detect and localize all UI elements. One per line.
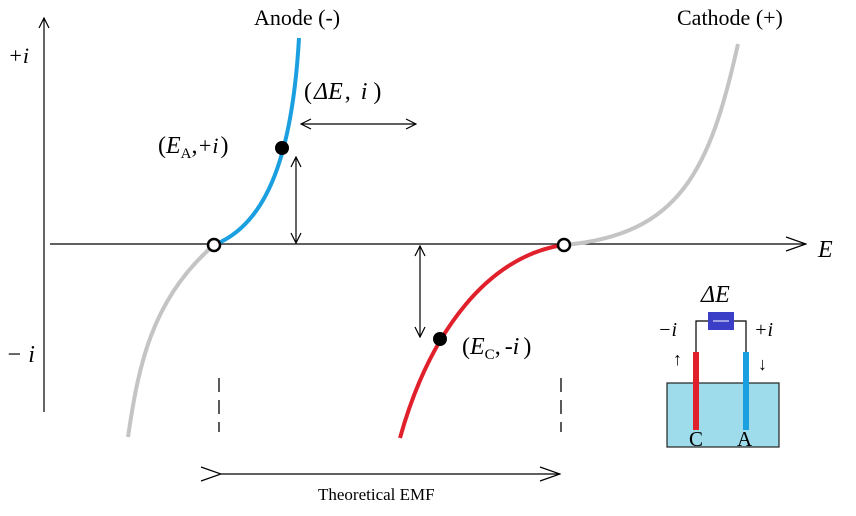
anode-point-label: (EA,+i): [158, 133, 228, 162]
anode-curve: [213, 37, 301, 247]
anode-operating-point: [275, 141, 289, 155]
cathode-point-label: (EC,-i): [462, 334, 531, 363]
anode-equilibrium-point: [206, 237, 222, 253]
x-axis-label: E: [817, 237, 833, 263]
electrolyte-container: [666, 382, 780, 448]
cathode-equilibrium-point: [556, 237, 572, 253]
inset-cathode-letter: C: [689, 427, 703, 451]
y-axis-negative-label: − i: [6, 342, 35, 368]
y-axis-positive-label: +i: [8, 43, 29, 68]
down-arrow-icon: ↓: [758, 354, 767, 374]
cathode-curve: [398, 243, 565, 439]
anode-electrode: [743, 352, 749, 430]
right-wire: [734, 320, 747, 355]
inset-left-current: −i: [658, 319, 677, 341]
cathode-operating-point: [433, 332, 447, 346]
cell-inset: ΔE −i +i ↑ ↓ C A: [658, 282, 780, 451]
left-wire: [695, 320, 708, 355]
anode-label: Anode (-): [254, 5, 340, 30]
cathode-electrode: [693, 352, 699, 430]
up-arrow-icon: ↑: [673, 349, 682, 369]
cathode-gray-curve: [563, 43, 740, 247]
inset-anode-letter: A: [737, 427, 753, 451]
cathode-label: Cathode (+): [677, 5, 783, 30]
delta-e-label: (ΔE,i): [304, 79, 381, 105]
inset-delta-e-label: ΔE: [700, 282, 730, 308]
anode-gray-curve: [126, 243, 216, 438]
theoretical-emf-label: Theoretical EMF: [318, 485, 435, 504]
inset-right-current: +i: [754, 319, 773, 341]
